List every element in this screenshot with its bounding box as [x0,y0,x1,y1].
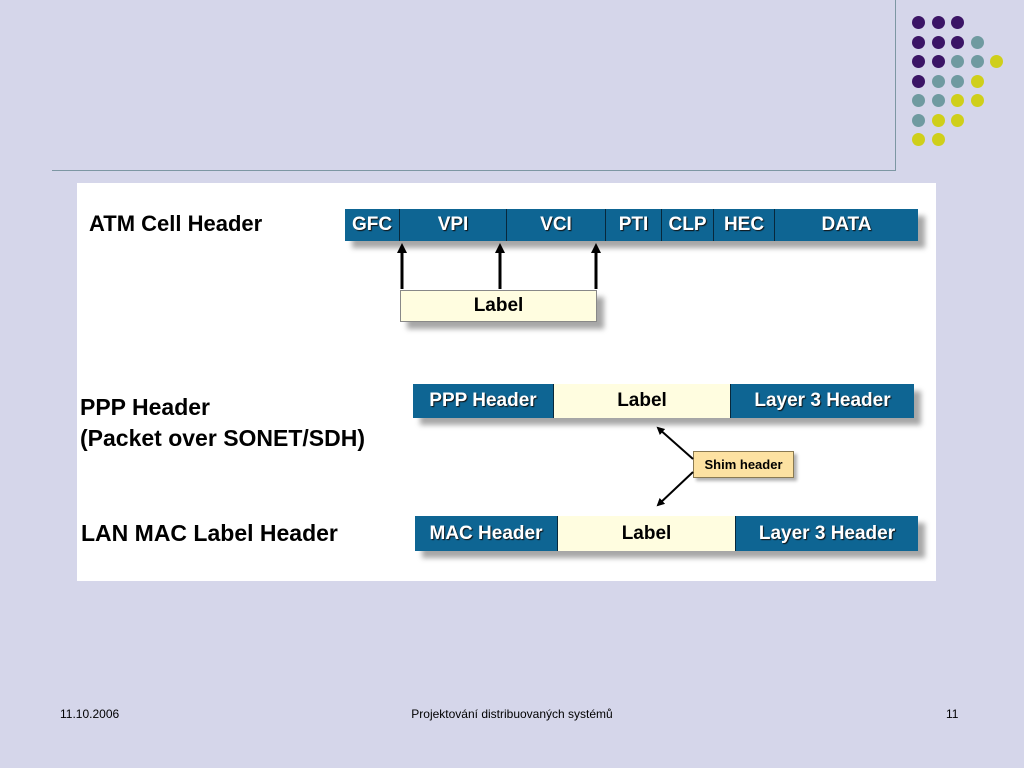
shim-header-callout: Shim header [693,451,794,478]
footer-page-number: 11 [946,707,959,721]
decor-dot-teal [970,35,984,49]
decor-dot-yellow [951,94,964,107]
arrow-shim-to-ppp-label [656,426,694,460]
decor-dot-teal [912,113,925,127]
lan-field-label: Label [557,516,736,551]
atm-field-vci: VCI [507,209,606,241]
lan-mac-label-header-title: LAN MAC Label Header [81,520,338,546]
atm-field-clp: CLP [662,209,714,241]
ppp-header-title: PPP Header [80,394,210,420]
atm-field-vpi: VPI [400,209,507,241]
atm-field-pti: PTI [606,209,662,241]
decor-dot-yellow [990,55,1003,68]
decor-dot-purple [912,74,925,88]
ppp-field-label: Label [553,384,731,418]
decor-dot-purple [912,16,925,29]
footer-date: 11.10.2006 [60,707,120,721]
ppp-field-ppp-header: PPP Header [413,384,553,418]
footer-title: Projektování distribuovaných systémů [411,707,613,721]
decor-dot-yellow [931,113,945,127]
lan-field-layer3-header: Layer 3 Header [736,516,918,551]
decor-dot-yellow [970,94,984,107]
decor-dot-yellow [912,133,925,146]
decor-dot-teal [912,94,925,107]
ppp-header-bar: PPP Header Label Layer 3 Header [413,384,914,418]
decor-dot-purple [951,16,964,29]
ppp-field-layer3-header: Layer 3 Header [731,384,914,418]
decor-dot-purple [931,35,945,49]
decor-dot-teal [951,55,964,68]
header-vertical-line [895,0,896,171]
decor-dot-purple [931,55,945,68]
atm-field-hec: HEC [714,209,775,241]
header-divider-line [52,170,896,171]
atm-cell-header-title: ATM Cell Header [89,211,263,236]
decor-dot-teal [970,55,984,68]
decor-dot-teal [951,74,964,88]
decor-dot-purple [912,55,925,68]
ppp-header-subtitle: (Packet over SONET/SDH) [80,425,366,451]
decor-dot-yellow [931,133,945,146]
lan-header-bar: MAC Header Label Layer 3 Header [415,516,918,551]
decor-dot-purple [931,16,945,29]
decor-dot-yellow [951,113,964,127]
decor-dot-teal [931,94,945,107]
atm-label-box: Label [400,290,597,322]
decor-dot-purple [912,35,925,49]
diagram-panel [77,183,936,581]
atm-field-gfc: GFC [345,209,400,241]
lan-field-mac-header: MAC Header [415,516,557,551]
atm-field-data: DATA [775,209,918,241]
decor-dot-yellow [970,74,984,88]
arrow-shim-to-lan-label [656,471,694,507]
atm-header-bar: GFC VPI VCI PTI CLP HEC DATA [345,209,918,241]
decor-dot-teal [931,74,945,88]
decor-dot-purple [951,35,964,49]
